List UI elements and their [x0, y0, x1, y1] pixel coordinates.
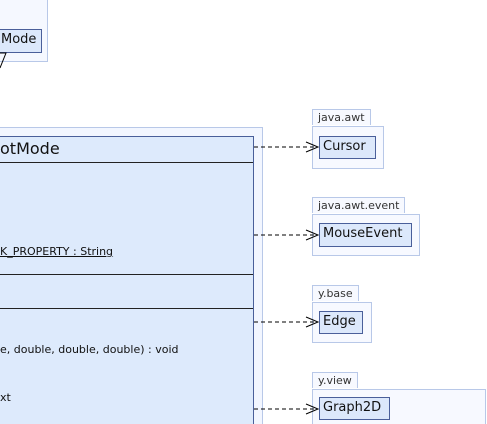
main-class-divider-3 [0, 308, 253, 309]
main-class-operation-1: e, double, double, double) : void [0, 343, 179, 356]
package-name-y-base: y.base [318, 287, 353, 300]
class-edge-name: Edge [323, 314, 356, 329]
package-tab-y-view: y.view [312, 372, 358, 388]
main-class-box[interactable] [0, 136, 254, 424]
generalization-arrow [0, 52, 7, 69]
package-name-java-awt-event: java.awt.event [318, 199, 400, 212]
class-mouseevent[interactable]: MouseEvent [319, 223, 412, 247]
class-cursor[interactable]: Cursor [319, 136, 376, 159]
package-tab-java-awt-event: java.awt.event [312, 197, 406, 213]
dependency-cursor [254, 141, 320, 153]
class-graph2d[interactable]: Graph2D [319, 397, 390, 420]
main-class-operation-2: xt [0, 391, 11, 404]
package-tab-java-awt: java.awt [312, 109, 371, 125]
dependency-edge [254, 316, 320, 328]
main-class-divider-2 [0, 274, 253, 275]
class-graph2d-name: Graph2D [323, 400, 382, 415]
main-class-name: otMode [0, 139, 60, 158]
package-name-java-awt: java.awt [318, 111, 365, 124]
top-class-name: Mode [1, 32, 37, 47]
class-edge[interactable]: Edge [319, 311, 363, 334]
dependency-mouseevent [254, 229, 320, 241]
class-cursor-name: Cursor [323, 139, 366, 154]
top-class-box[interactable]: Mode [0, 29, 42, 53]
package-tab-y-base: y.base [312, 285, 359, 301]
class-mouseevent-name: MouseEvent [323, 226, 403, 241]
package-name-y-view: y.view [318, 374, 352, 387]
main-class-divider-1 [0, 162, 253, 163]
main-class-attribute: K_PROPERTY : String [0, 245, 114, 258]
dependency-graph2d [254, 403, 320, 415]
